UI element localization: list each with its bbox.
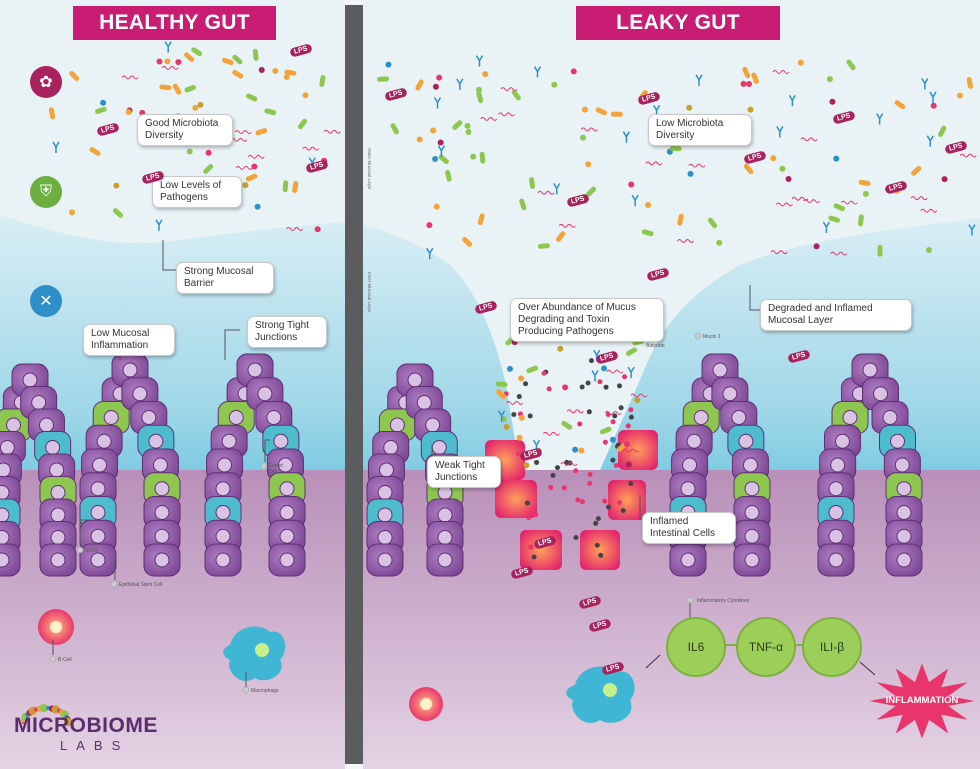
label-butyrate: Butyrate <box>646 343 665 349</box>
label-goblet-cell: Goblet Cell <box>268 463 288 475</box>
callout-low-diversity: Low Microbiota Diversity <box>648 114 752 146</box>
cytokine-il1-beta: ILI-β <box>802 617 862 677</box>
cytokine-il6: IL6 <box>666 617 726 677</box>
shield-icon: ⛨ <box>30 176 62 208</box>
callout-inflamed-cells: Inflamed Intestinal Cells <box>642 512 736 544</box>
callout-strong-barrier: Strong Mucosal Barrier <box>176 262 274 294</box>
label-inflammatory-cytokines: Inflammatory Cytokines <box>697 598 749 604</box>
label-outer-mucosal-layer: Outer Mucosal Layer <box>367 148 372 190</box>
callout-weak-junctions: Weak Tight Junctions <box>427 456 501 488</box>
leaky-gut-title: LEAKY GUT <box>576 6 780 40</box>
callout-strong-junctions: Strong Tight Junctions <box>247 316 327 348</box>
callout-good-diversity: Good Microbiota Diversity <box>137 114 233 146</box>
logo-microbiome-text: MICROBIOME <box>14 714 158 738</box>
label-b-cell: B-Cell <box>58 657 72 663</box>
label-macrophage: Macrophage <box>251 688 279 694</box>
callout-degraded-mucosal: Degraded and Inflamed Mucosal Layer <box>760 299 912 331</box>
label-mucin-2: Mucin 2 <box>703 334 721 340</box>
callout-low-inflammation: Low Mucosal Inflammation <box>83 324 175 356</box>
label-epithelial-stem-cell: Epithelial Stem Cell <box>119 582 162 588</box>
label-scfa: SCFA <box>85 548 98 554</box>
inflammation-label: INFLAMMATION <box>872 695 972 706</box>
callout-over-abundance: Over Abundance of Mucus Degrading and To… <box>510 298 664 342</box>
cytokine-tnf-alpha: TNF-α <box>736 617 796 677</box>
logo-labs-text: LABS <box>60 738 129 753</box>
callout-low-pathogens: Low Levels of Pathogens <box>152 176 242 208</box>
healthy-gut-title: HEALTHY GUT <box>73 6 276 40</box>
panel-divider <box>345 5 363 764</box>
microbiome-icon: ✿ <box>30 66 62 98</box>
repair-tools-icon: ✕ <box>30 285 62 317</box>
label-inner-mucosal-layer: Inner Mucosal Layer <box>367 272 372 313</box>
